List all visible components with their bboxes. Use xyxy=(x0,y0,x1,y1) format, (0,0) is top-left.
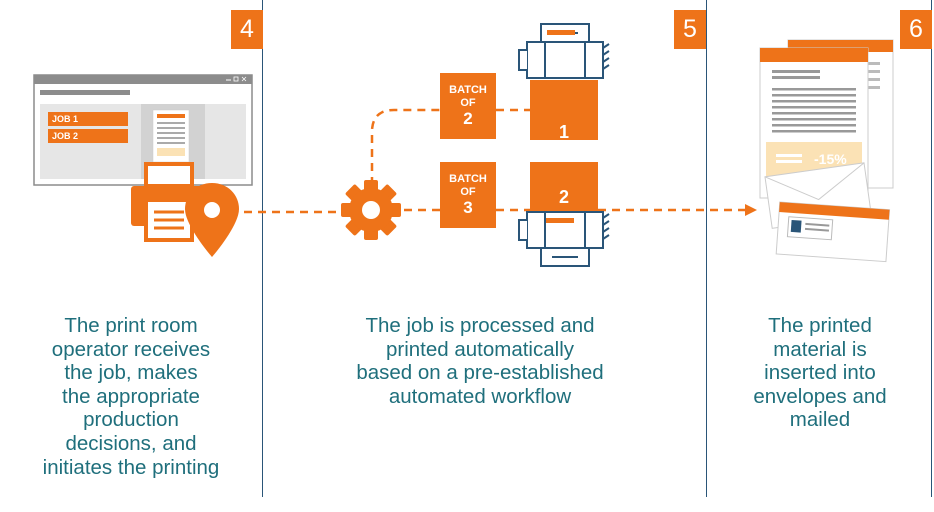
divider-1 xyxy=(262,0,263,497)
discount-label: -15% xyxy=(814,151,847,167)
caption-6-line: material is xyxy=(773,337,867,361)
step-number-4: 4 xyxy=(231,10,263,49)
caption-step-5: The job is processed and printed automat… xyxy=(300,314,660,408)
caption-4-line: initiates the printing xyxy=(42,455,220,479)
caption-4-line: decisions, and xyxy=(65,431,197,455)
caption-5-line: The job is processed and xyxy=(365,314,595,337)
caption-5-line: automated workflow xyxy=(388,384,572,408)
batch-label-1: BATCH OF 2 xyxy=(440,73,496,139)
gear-icon xyxy=(341,180,401,240)
printer-1-number: 1 xyxy=(558,122,569,142)
batch-label-2-top: BATCH xyxy=(449,173,487,185)
printer-2-number: 2 xyxy=(558,187,569,207)
caption-step-6: The printed material is inserted into en… xyxy=(720,314,920,432)
batch-1-box xyxy=(530,80,598,140)
caption-6-line: The printed xyxy=(768,314,872,337)
step-number-6: 6 xyxy=(900,10,932,49)
envelope-front-icon xyxy=(775,201,891,263)
batch-label-1-count: 2 xyxy=(463,109,473,128)
job-1-tag: JOB 1 xyxy=(48,112,128,126)
caption-4-line: the job, makes xyxy=(64,361,198,385)
caption-4-line: The print room xyxy=(64,314,198,337)
step-number-5: 5 xyxy=(674,10,706,49)
printer-icon xyxy=(131,162,207,242)
caption-4-line: production xyxy=(83,408,179,432)
batch-label-1-top: BATCH xyxy=(449,84,487,96)
printer-2-icon xyxy=(518,211,610,267)
caption-4-line: the appropriate xyxy=(62,384,200,408)
caption-6-line: mailed xyxy=(789,408,851,432)
caption-6-line: envelopes and xyxy=(753,384,887,408)
caption-6-line: inserted into xyxy=(764,361,876,385)
caption-4-line: operator receives xyxy=(51,337,211,361)
caption-5-line: printed automatically xyxy=(385,337,574,361)
batch-label-2: BATCH OF 3 xyxy=(440,162,496,228)
flow-arrows xyxy=(244,108,745,214)
caption-5-line: based on a pre-established xyxy=(356,361,604,385)
batch-label-1-mid: OF xyxy=(460,97,476,109)
printer-1-icon xyxy=(518,23,610,79)
divider-2 xyxy=(706,0,707,497)
job-2-tag: JOB 2 xyxy=(48,129,128,143)
batch-label-2-mid: OF xyxy=(460,186,476,198)
divider-3 xyxy=(931,0,932,497)
batch-label-2-count: 3 xyxy=(463,198,473,217)
location-pin-icon xyxy=(185,183,239,257)
caption-step-4: The print room operator receives the job… xyxy=(0,314,262,479)
